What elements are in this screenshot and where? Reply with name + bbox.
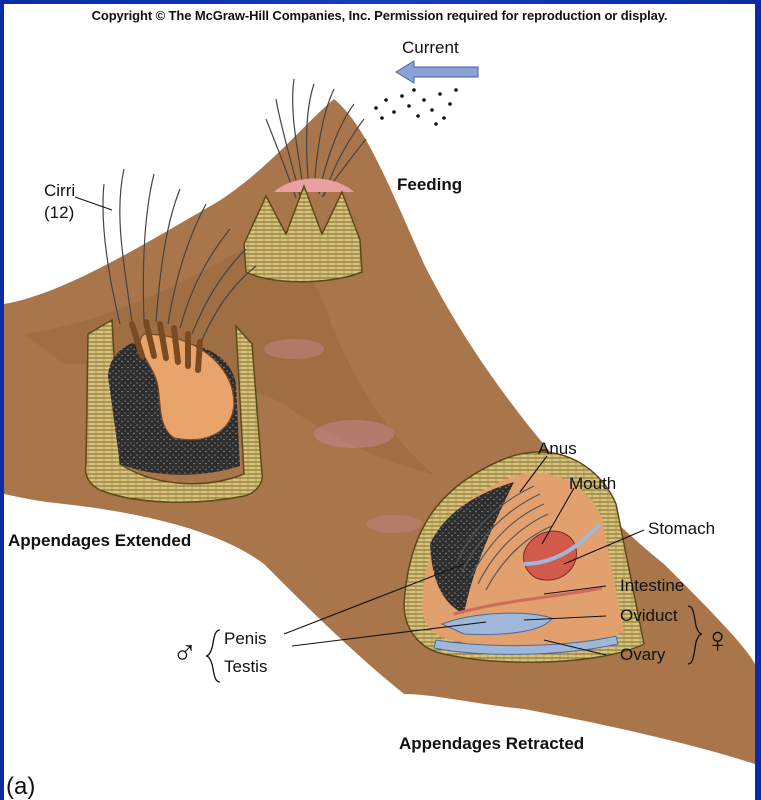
panel-letter: (a) — [6, 773, 35, 800]
intestine-label: Intestine — [620, 576, 684, 595]
mouth-label: Mouth — [569, 474, 616, 493]
male-symbol-icon: ♂ — [172, 634, 198, 672]
current-label: Current — [402, 38, 459, 57]
anus-label: Anus — [538, 439, 577, 458]
appendages-retracted-label: Appendages Retracted — [399, 734, 584, 753]
appendages-extended-label: Appendages Extended — [8, 531, 191, 550]
current-arrow-icon — [396, 61, 478, 83]
barnacle-illustration: Current Feeding Cirri (12) Appendages Ex… — [4, 4, 755, 800]
penis-label: Penis — [224, 629, 267, 648]
cirri-label: Cirri — [44, 181, 75, 200]
testis-label: Testis — [224, 657, 267, 676]
figure-panel: Copyright © The McGraw-Hill Companies, I… — [4, 4, 755, 800]
female-symbol-icon: ♀ — [704, 619, 731, 660]
oviduct-label: Oviduct — [620, 606, 678, 625]
food-particles — [374, 88, 458, 126]
cirri-count-label: (12) — [44, 203, 74, 222]
male-bracket — [206, 630, 220, 682]
stomach-label: Stomach — [648, 519, 715, 538]
feeding-label: Feeding — [397, 175, 462, 194]
ovary-label: Ovary — [620, 645, 666, 664]
rock-highlight — [314, 420, 394, 448]
